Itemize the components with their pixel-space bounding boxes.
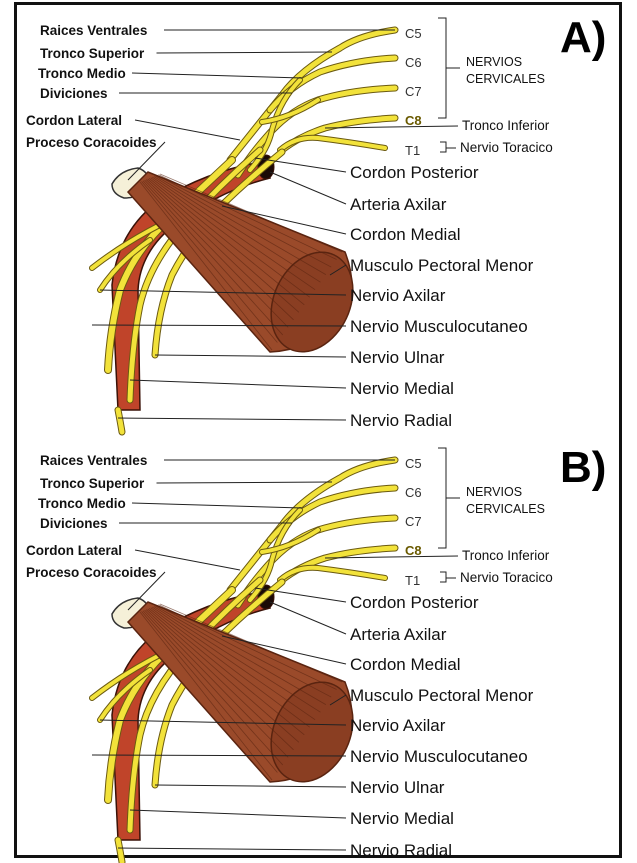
root-label-c8: C8 bbox=[405, 113, 422, 128]
right-label-musculo-pectoral-menor: Musculo Pectoral Menor bbox=[350, 686, 534, 705]
left-label-tronco-superior: Tronco Superior bbox=[40, 46, 145, 61]
left-label-raices-ventrales: Raices Ventrales bbox=[40, 453, 147, 468]
right-leader-6 bbox=[155, 785, 346, 787]
root-label-c5: C5 bbox=[405, 456, 422, 471]
left-label-proceso-coracoides: Proceso Coracoides bbox=[26, 135, 157, 150]
left-label-diviciones: Diviciones bbox=[40, 516, 108, 531]
right-label-nervio-medial: Nervio Medial bbox=[350, 809, 454, 828]
right-label-nervio-ulnar: Nervio Ulnar bbox=[350, 348, 445, 367]
right-label-arteria-axilar: Arteria Axilar bbox=[350, 195, 447, 214]
right-leader-6 bbox=[155, 355, 346, 357]
right-label-nervio-ulnar: Nervio Ulnar bbox=[350, 778, 445, 797]
panel-letter-b: B) bbox=[560, 443, 606, 492]
root-label-c8: C8 bbox=[405, 543, 422, 558]
right-leader-7 bbox=[130, 380, 346, 388]
right-label-nervio-radial: Nervio Radial bbox=[350, 411, 452, 430]
right-label-tronco-inferior: Tronco Inferior bbox=[462, 118, 550, 133]
right-label-nervio-toracico: Nervio Toracico bbox=[460, 140, 553, 155]
group-label-cervicales: CERVICALES bbox=[466, 72, 545, 86]
group-label-nervios: NERVIOS bbox=[466, 55, 522, 69]
root-label-t1: T1 bbox=[405, 573, 420, 588]
right-label-nervio-medial: Nervio Medial bbox=[350, 379, 454, 398]
root-label-c6: C6 bbox=[405, 485, 422, 500]
toracico-bracket bbox=[440, 142, 446, 152]
left-label-proceso-coracoides: Proceso Coracoides bbox=[26, 565, 157, 580]
left-leader-1 bbox=[157, 52, 333, 53]
root-label-c5: C5 bbox=[405, 26, 422, 41]
group-label-cervicales: CERVICALES bbox=[466, 502, 545, 516]
left-label-cordon-lateral: Cordon Lateral bbox=[26, 113, 122, 128]
left-label-tronco-medio: Tronco Medio bbox=[38, 66, 126, 81]
right-label-nervio-toracico: Nervio Toracico bbox=[460, 570, 553, 585]
right-label-cordon-medial: Cordon Medial bbox=[350, 225, 461, 244]
left-label-raices-ventrales: Raices Ventrales bbox=[40, 23, 147, 38]
right-leader-1 bbox=[270, 602, 346, 634]
root-label-c7: C7 bbox=[405, 514, 422, 529]
left-leader-1 bbox=[157, 482, 333, 483]
right-leader-8 bbox=[118, 848, 346, 850]
right-leader-1 bbox=[270, 172, 346, 204]
group-label-nervios: NERVIOS bbox=[466, 485, 522, 499]
right-label-nervio-axilar: Nervio Axilar bbox=[350, 716, 446, 735]
right-label-musculo-pectoral-menor: Musculo Pectoral Menor bbox=[350, 256, 534, 275]
left-leader-2 bbox=[132, 503, 302, 508]
left-label-tronco-superior: Tronco Superior bbox=[40, 476, 145, 491]
right-leader-7 bbox=[130, 810, 346, 818]
root-label-t1: T1 bbox=[405, 143, 420, 158]
right-label-cordon-posterior: Cordon Posterior bbox=[350, 163, 479, 182]
left-label-tronco-medio: Tronco Medio bbox=[38, 496, 126, 511]
left-label-cordon-lateral: Cordon Lateral bbox=[26, 543, 122, 558]
right-leader-8 bbox=[118, 418, 346, 420]
right-label-cordon-medial: Cordon Medial bbox=[350, 655, 461, 674]
left-leader-2 bbox=[132, 73, 302, 78]
right-label-nervio-axilar: Nervio Axilar bbox=[350, 286, 446, 305]
right-label-nervio-musculocutaneo: Nervio Musculocutaneo bbox=[350, 317, 528, 336]
root-label-c7: C7 bbox=[405, 84, 422, 99]
root-label-c6: C6 bbox=[405, 55, 422, 70]
cervical-bracket bbox=[438, 18, 446, 118]
right-label-nervio-musculocutaneo: Nervio Musculocutaneo bbox=[350, 747, 528, 766]
right-label-tronco-inferior: Tronco Inferior bbox=[462, 548, 550, 563]
right-label-nervio-radial: Nervio Radial bbox=[350, 841, 452, 860]
cervical-bracket bbox=[438, 448, 446, 548]
panel-letter-a: A) bbox=[560, 13, 606, 62]
left-label-diviciones: Diviciones bbox=[40, 86, 108, 101]
right-label-cordon-posterior: Cordon Posterior bbox=[350, 593, 479, 612]
toracico-bracket bbox=[440, 572, 446, 582]
right-label-arteria-axilar: Arteria Axilar bbox=[350, 625, 447, 644]
